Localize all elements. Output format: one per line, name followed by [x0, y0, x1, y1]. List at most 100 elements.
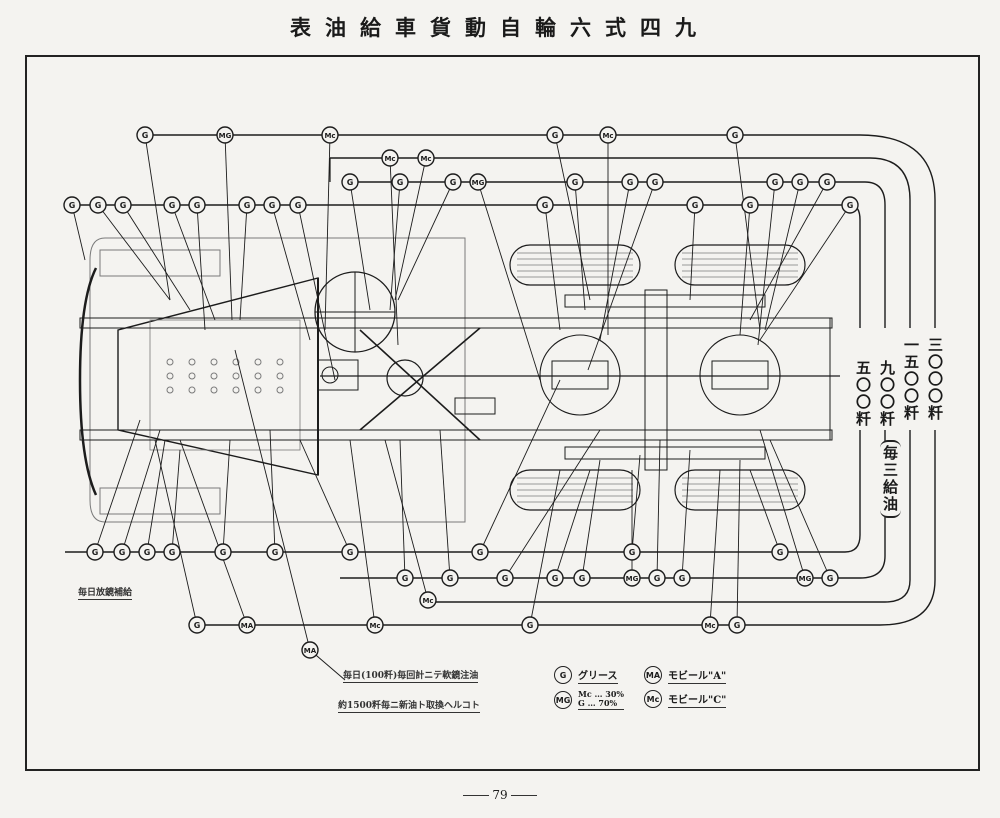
mix-point-icon [796, 569, 814, 587]
point-label: MG [219, 132, 232, 140]
point-label: Mc [422, 597, 433, 605]
oil-rail-4 [145, 134, 936, 328]
gearbox [317, 359, 359, 391]
dash-right [510, 795, 537, 796]
grease-point-icon [341, 173, 359, 191]
engine-block [149, 319, 301, 451]
legend-mobil-a: MA モビール"A" [644, 666, 727, 684]
point-label: G [447, 574, 454, 583]
leader-line [146, 439, 166, 553]
leader-line [196, 204, 206, 331]
leader-line [239, 204, 248, 321]
leader-line [764, 181, 801, 331]
mobil-a-point-icon [238, 616, 256, 634]
point-label: G [692, 201, 699, 210]
point-label: G [552, 574, 559, 583]
point-label: G [120, 201, 127, 210]
point-label: G [629, 548, 636, 557]
leader-line [504, 429, 601, 579]
legend-mix-label: Mc … 30% G … 70% [578, 690, 625, 710]
leader-line [554, 134, 591, 301]
grease-point-icon [521, 616, 539, 634]
legend-label: モビール"A" [668, 667, 727, 684]
grease-point-icon [136, 126, 154, 144]
leader-line [739, 204, 751, 336]
point-label: G [477, 548, 484, 557]
legend-mobil-c: Mc モビール"C" [644, 690, 727, 708]
grease-point-icon [623, 543, 641, 561]
engine-bolt [254, 386, 262, 394]
point-label: G [572, 178, 579, 187]
point-label: Mc [369, 622, 380, 630]
grease-point-icon [496, 569, 514, 587]
point-label: G [69, 201, 76, 210]
point-label: G [552, 131, 559, 140]
mobil-c-point-icon [381, 149, 399, 167]
leader-line [736, 459, 741, 626]
gearbox-dial [321, 366, 339, 384]
leader-line [709, 469, 721, 626]
leader-line [587, 181, 656, 371]
ma-note-1: 毎日(100粁)毎回計ニテ軟鏡注油 [343, 668, 479, 683]
point-label: MG [799, 575, 812, 583]
leader-line [122, 204, 191, 311]
oil-rail-7 [430, 430, 911, 603]
point-label: G [194, 621, 201, 630]
point-label: G [824, 178, 831, 187]
point-label: G [92, 548, 99, 557]
point-label: Mc [384, 155, 395, 163]
point-label: G [194, 201, 201, 210]
grease-point-icon [441, 569, 459, 587]
daily-note: 毎日放鏡補給 [78, 585, 133, 600]
engine-bolt [210, 386, 218, 394]
engine-bolt [232, 358, 240, 366]
grease-point-icon [818, 173, 836, 191]
leader-line [154, 439, 198, 626]
leader-line [144, 134, 171, 301]
grease-point-icon [648, 569, 666, 587]
engine-bolt [166, 358, 174, 366]
leader-line [599, 181, 631, 341]
leader-line [384, 439, 429, 601]
leader-line [656, 439, 661, 579]
engine-bolt [254, 358, 262, 366]
point-label: Mc [420, 155, 431, 163]
point-label: G [272, 548, 279, 557]
engine-bolt [210, 358, 218, 366]
point-label: G [347, 178, 354, 187]
leader-line [271, 204, 311, 341]
ma-note-2: 約1500粁毎ニ新油ト取換ヘルコト [338, 698, 480, 713]
dash-left [463, 795, 490, 796]
point-label: G [527, 621, 534, 630]
leader-line [299, 439, 351, 553]
interval-label-500: 五〇〇粁 [854, 360, 872, 428]
engine-bolt [276, 386, 284, 394]
leader-line [234, 349, 311, 651]
point-label: G [397, 178, 404, 187]
grease-point-icon [471, 543, 489, 561]
point-label: MA [304, 647, 317, 655]
point-label: Mc [704, 622, 715, 630]
point-label: G [732, 131, 739, 140]
leader-line [397, 181, 454, 301]
grease-point-icon [741, 196, 759, 214]
mix-point-icon [623, 569, 641, 587]
grease-point-icon [728, 616, 746, 634]
engine-bolt [210, 372, 218, 380]
leader-line [689, 204, 696, 301]
grease-point-icon [163, 543, 181, 561]
engine-bolt [188, 358, 196, 366]
mobil-c-point-icon [417, 149, 435, 167]
leader-line [71, 204, 86, 261]
point-label: MA [241, 622, 254, 630]
engine-bolt [276, 372, 284, 380]
radiator-top [99, 249, 221, 277]
grease-point-icon [673, 569, 691, 587]
grease-point-icon [289, 196, 307, 214]
leader-line [269, 429, 276, 553]
grease-point-icon [89, 196, 107, 214]
engine-bolt [276, 358, 284, 366]
engine-bolt [232, 386, 240, 394]
point-label: G [827, 574, 834, 583]
engine-bolt [254, 372, 262, 380]
